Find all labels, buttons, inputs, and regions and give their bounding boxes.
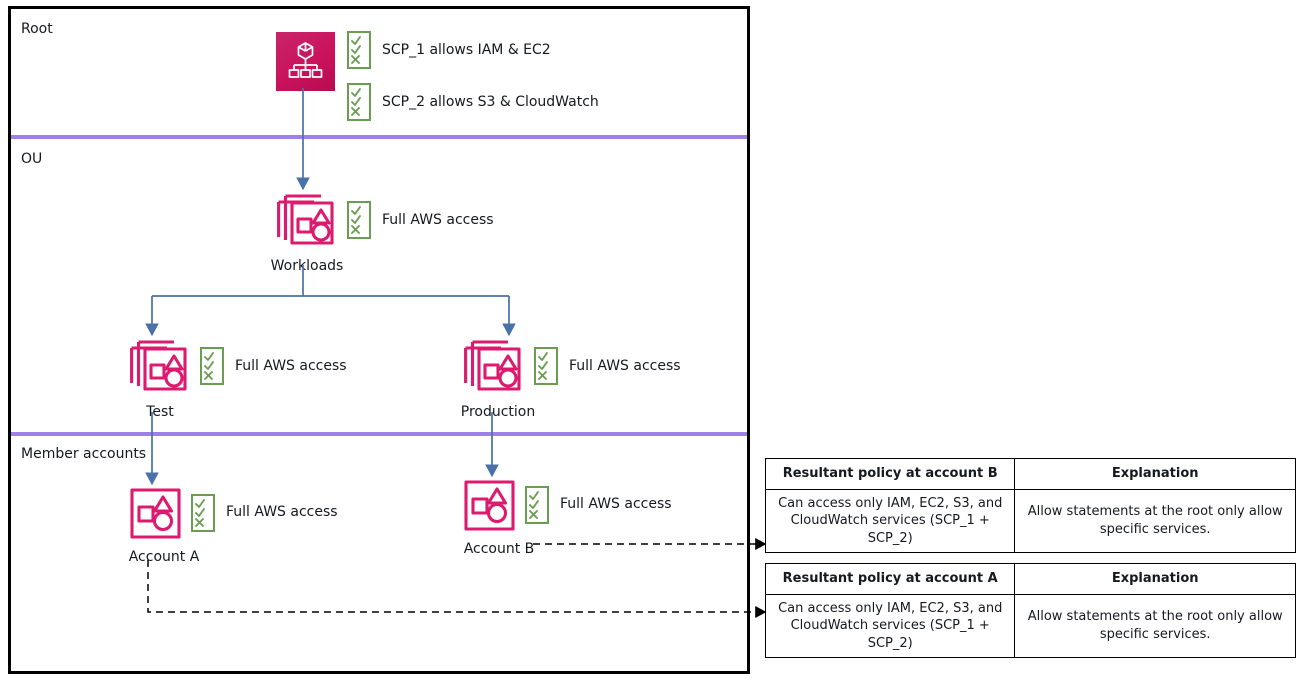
result-table-account-b: Resultant policy at account B Explanatio… bbox=[764, 458, 1296, 554]
table-b-header-explanation: Explanation bbox=[1014, 458, 1296, 490]
table-row: Resultant policy at account B Explanatio… bbox=[764, 458, 1296, 490]
account-icon bbox=[463, 479, 516, 532]
root-policy-scp2-label: SCP_2 allows S3 & CloudWatch bbox=[382, 94, 599, 110]
account-icon bbox=[129, 487, 182, 540]
table-b-header-policy: Resultant policy at account B bbox=[764, 458, 1016, 490]
table-a-cell-explanation: Allow statements at the root only allow … bbox=[1014, 593, 1296, 659]
ou-icon bbox=[276, 192, 338, 251]
policy-icon bbox=[347, 31, 371, 69]
ou-icon bbox=[463, 338, 525, 397]
account-node-a[interactable]: Full AWS access bbox=[129, 487, 338, 540]
aws-organizations-icon bbox=[276, 32, 335, 91]
ou-icon bbox=[129, 338, 191, 397]
account-label-a: Account A bbox=[128, 549, 200, 565]
table-b-cell-explanation: Allow statements at the root only allow … bbox=[1014, 488, 1296, 554]
table-row: Can access only IAM, EC2, S3, and CloudW… bbox=[764, 593, 1296, 659]
policy-icon bbox=[347, 201, 371, 239]
table-row: Resultant policy at account A Explanatio… bbox=[764, 563, 1296, 595]
table-a-cell-policy: Can access only IAM, EC2, S3, and CloudW… bbox=[764, 593, 1016, 659]
ou-node-workloads[interactable]: Full AWS access bbox=[276, 192, 494, 251]
result-table-account-a: Resultant policy at account A Explanatio… bbox=[764, 563, 1296, 659]
diagram-frame: Root OU Member accounts bbox=[8, 6, 750, 674]
policy-icon bbox=[200, 347, 224, 385]
account-label-b: Account B bbox=[463, 541, 535, 557]
table-a-header-policy: Resultant policy at account A bbox=[764, 563, 1016, 595]
table-b-cell-policy: Can access only IAM, EC2, S3, and CloudW… bbox=[764, 488, 1016, 554]
lane-label-ou: OU bbox=[21, 151, 43, 167]
lane-label-member: Member accounts bbox=[21, 446, 147, 462]
ou-policy-label-production: Full AWS access bbox=[569, 358, 681, 374]
policy-icon bbox=[534, 347, 558, 385]
root-policy-scp1-label: SCP_1 allows IAM & EC2 bbox=[382, 42, 551, 58]
policy-icon bbox=[191, 494, 215, 532]
ou-label-test: Test bbox=[146, 404, 174, 420]
policy-icon bbox=[347, 83, 371, 121]
account-node-b[interactable]: Full AWS access bbox=[463, 479, 672, 532]
ou-node-production[interactable]: Full AWS access bbox=[463, 338, 681, 397]
ou-label-workloads: Workloads bbox=[270, 258, 344, 274]
lane-label-root: Root bbox=[21, 21, 53, 37]
lane-divider-member bbox=[11, 432, 747, 436]
ou-policy-label-workloads: Full AWS access bbox=[382, 212, 494, 228]
account-policy-label-b: Full AWS access bbox=[560, 496, 672, 512]
policy-icon bbox=[525, 486, 549, 524]
table-row: Can access only IAM, EC2, S3, and CloudW… bbox=[764, 488, 1296, 554]
ou-node-test[interactable]: Full AWS access bbox=[129, 338, 347, 397]
ou-label-production: Production bbox=[460, 404, 536, 420]
root-policy-scp1[interactable]: SCP_1 allows IAM & EC2 bbox=[347, 31, 551, 69]
root-policy-scp2[interactable]: SCP_2 allows S3 & CloudWatch bbox=[347, 83, 599, 121]
ou-policy-label-test: Full AWS access bbox=[235, 358, 347, 374]
lane-divider-ou bbox=[11, 135, 747, 139]
account-policy-label-a: Full AWS access bbox=[226, 504, 338, 520]
root-node[interactable] bbox=[276, 32, 335, 91]
table-a-header-explanation: Explanation bbox=[1014, 563, 1296, 595]
